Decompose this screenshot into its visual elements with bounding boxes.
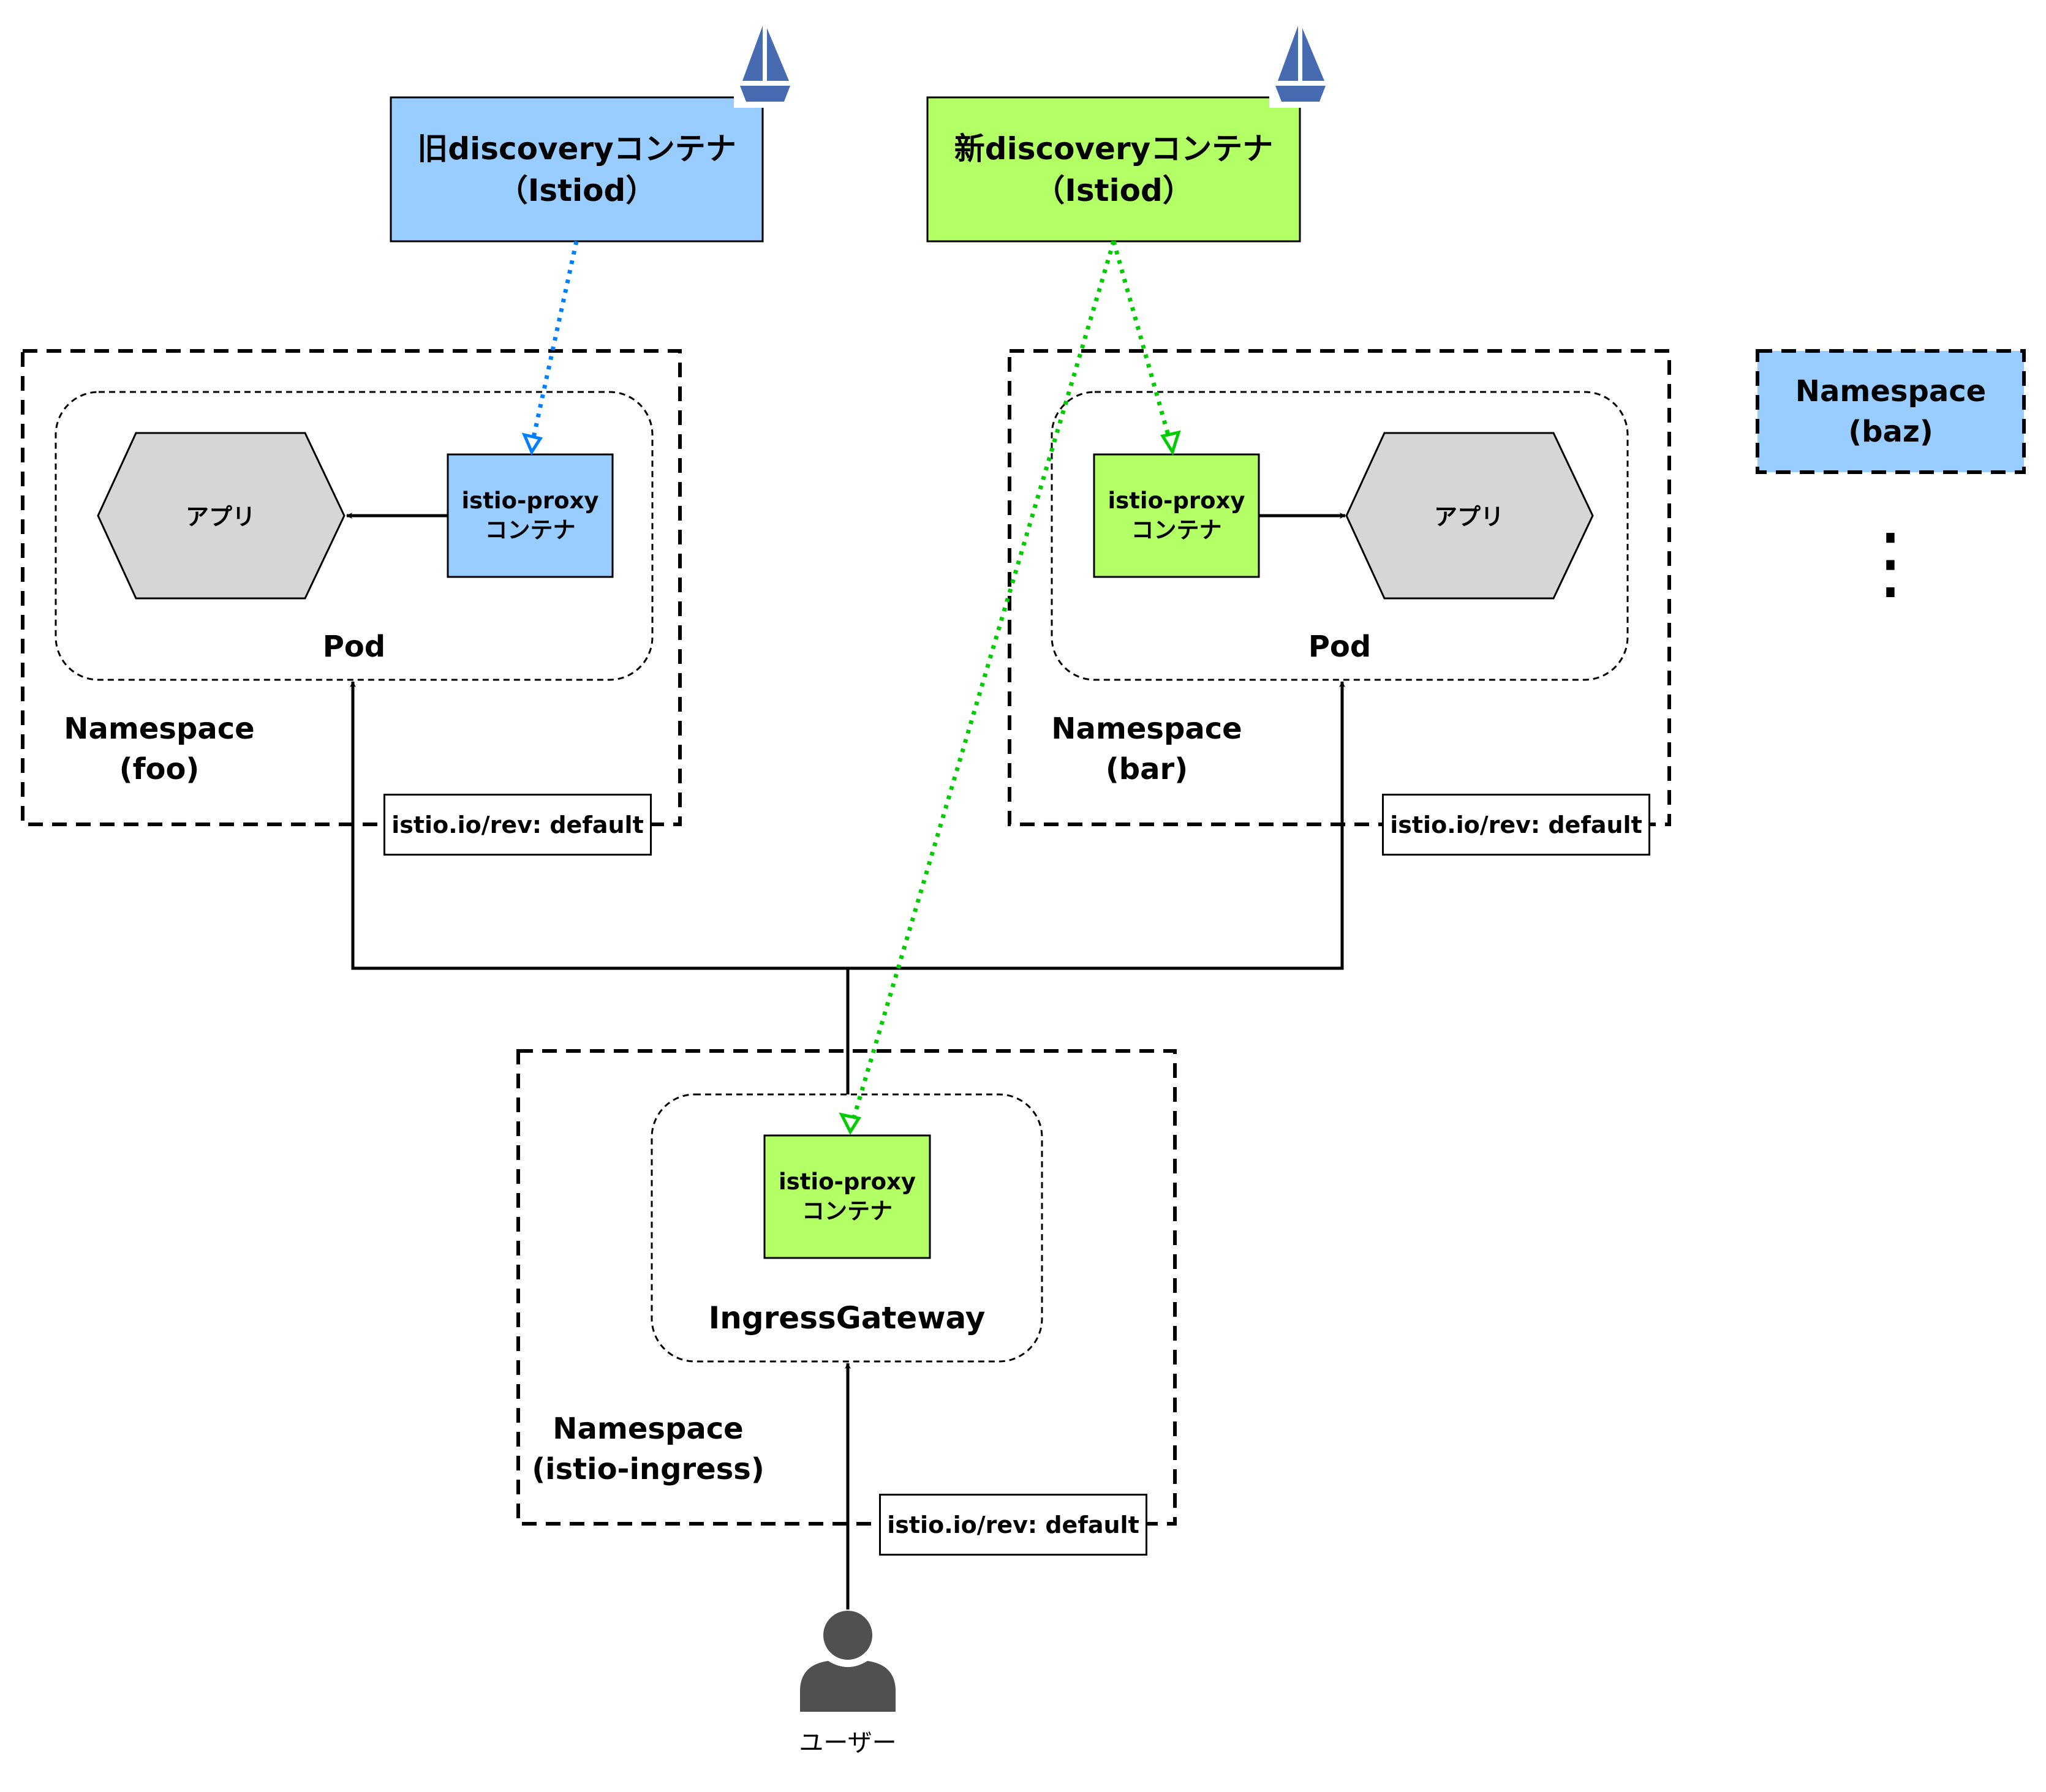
proxy-ingress-box: [763, 1134, 931, 1259]
proxy-bar-name: istio-proxy: [1108, 488, 1245, 514]
namespace-baz-box: [1756, 349, 2026, 474]
istiod-old-label: 旧discoveryコンテナ （Istiod）: [391, 97, 763, 241]
user-label: ユーザー: [799, 1729, 897, 1757]
pod-foo-label: Pod: [322, 630, 386, 664]
pod-bar-boundary: [1051, 391, 1629, 681]
rev-tag-bar: istio.io/rev: default: [1382, 794, 1650, 856]
istiod-old-box: [390, 96, 764, 243]
namespace-ingress-name: (istio-ingress): [532, 1452, 764, 1486]
rev-tag-foo: istio.io/rev: default: [383, 794, 652, 856]
namespace-ingress-label: Namespace (istio-ingress): [528, 1406, 768, 1492]
namespace-foo-title: Namespace: [64, 712, 255, 746]
app-hexagon-bar: [1345, 432, 1594, 600]
rev-tag-ingress: istio.io/rev: default: [879, 1494, 1147, 1556]
more-namespaces-ellipsis: ⋮: [1851, 516, 1930, 609]
app-text-bar: アプリ: [1433, 503, 1504, 530]
proxy-bar-label: istio-proxy コンテナ: [1094, 454, 1259, 577]
namespace-baz-title: Namespace: [1795, 374, 1987, 408]
istio-sail-icon: [734, 22, 793, 108]
ingress-gateway-label: IngressGateway: [708, 1300, 986, 1336]
istiod-new-box: [926, 96, 1301, 243]
proxy-foo-name: istio-proxy: [461, 488, 599, 514]
namespace-ingress-title: Namespace: [553, 1412, 744, 1446]
proxy-bar-type: コンテナ: [1131, 517, 1222, 543]
istiod-new-title: 新discoveryコンテナ: [954, 130, 1274, 167]
app-label-foo: アプリ: [136, 490, 305, 539]
namespace-baz-label: Namespace (baz): [1757, 351, 2024, 472]
istiod-old-title: 旧discoveryコンテナ: [417, 130, 736, 167]
namespace-bar-boundary: [1008, 349, 1671, 826]
old-istiod-link-arrowhead: [521, 432, 543, 456]
app-label-bar: アプリ: [1384, 490, 1553, 539]
new-istiod-link-bar-arrowhead: [1160, 430, 1181, 456]
istio-sail-icon: [1269, 22, 1328, 108]
istiod-new-label: 新discoveryコンテナ （Istiod）: [927, 97, 1300, 241]
namespace-bar-label: Namespace (bar): [1030, 706, 1263, 792]
istiod-old-subtitle: （Istiod）: [497, 172, 657, 208]
proxy-ingress-label: istio-proxy コンテナ: [764, 1135, 930, 1258]
pod-bar-label: Pod: [1308, 630, 1372, 664]
namespace-foo-name: (foo): [119, 752, 200, 786]
namespace-baz-name: (baz): [1848, 415, 1933, 449]
route-to-pod-foo: [350, 681, 850, 1094]
proxy-foo-label: istio-proxy コンテナ: [448, 454, 613, 577]
old-istiod-link: [529, 241, 579, 446]
app-hexagon-foo: [97, 432, 345, 600]
proxy-bar-box: [1093, 453, 1260, 578]
namespace-bar-name: (bar): [1105, 752, 1188, 786]
namespace-foo-label: Namespace (foo): [43, 706, 276, 792]
pod-foo-boundary: [55, 391, 654, 681]
proxy-foo-type: コンテナ: [485, 517, 576, 543]
istiod-new-subtitle: （Istiod）: [1034, 172, 1193, 208]
new-istiod-link-bar: [1111, 241, 1174, 446]
ingress-gateway-boundary: [651, 1093, 1043, 1363]
proxy-ingress-type: コンテナ: [802, 1198, 893, 1224]
new-istiod-link-ingress-arrowhead: [839, 1112, 862, 1135]
new-istiod-link-ingress: [849, 241, 1116, 1126]
app-text-foo: アプリ: [185, 503, 255, 530]
route-to-pod-bar: [848, 681, 1345, 970]
namespace-bar-title: Namespace: [1051, 712, 1242, 746]
user-icon: [800, 1611, 896, 1712]
proxy-foo-box: [447, 453, 614, 578]
proxy-ingress-name: istio-proxy: [779, 1169, 916, 1195]
